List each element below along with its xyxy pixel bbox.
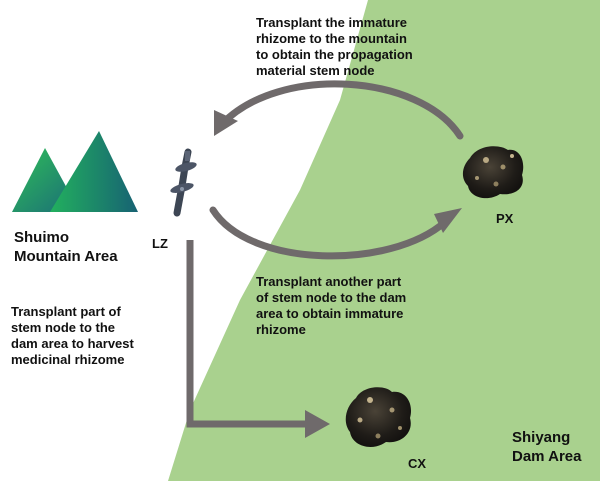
dam-area-region (168, 0, 600, 481)
arrow-lz-to-cx (186, 240, 330, 438)
px-label: PX (496, 211, 514, 226)
arrow-lz-to-px (209, 206, 462, 260)
middle-caption: Transplant another part of stem node to … (256, 274, 407, 337)
stem-node-icon (170, 148, 197, 217)
top-caption: Transplant the immature rhizome to the m… (256, 15, 413, 78)
cx-label: CX (408, 456, 427, 471)
dam-area-label: Shiyang Dam Area (512, 429, 582, 465)
rhizome-icon (345, 387, 412, 447)
mountain-area-label: Shuimo Mountain Area (14, 229, 118, 265)
rhizome-icon (462, 146, 524, 199)
arrow-px-to-lz (214, 80, 464, 140)
left-caption: Transplant part of stem node to the dam … (11, 304, 134, 367)
lz-label: LZ (152, 236, 168, 251)
mountain-icon (12, 131, 138, 212)
